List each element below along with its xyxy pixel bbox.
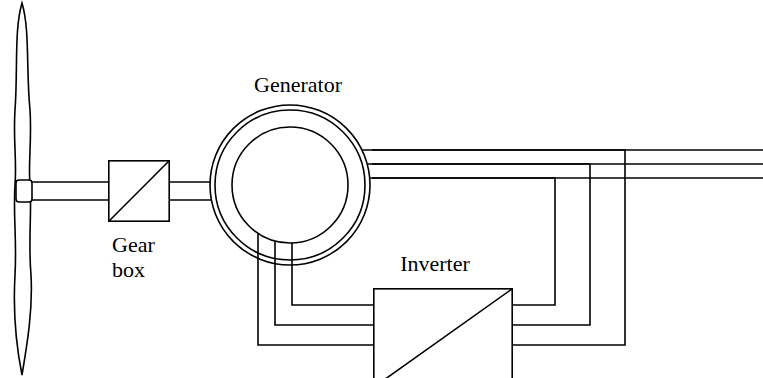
connector <box>362 150 625 345</box>
inverter-box: Inverter <box>373 288 513 378</box>
converter-diagonal <box>374 289 512 378</box>
wire <box>170 199 211 201</box>
inverter-box-outline <box>373 288 513 378</box>
component-label: Inverter <box>400 251 470 276</box>
wire <box>362 150 625 345</box>
turbine-blade <box>14 3 31 375</box>
wire <box>258 233 373 345</box>
component-label: Gear box <box>112 232 155 282</box>
turbine-hub <box>16 180 32 202</box>
outline-group <box>374 289 512 378</box>
stator-ring <box>210 105 370 265</box>
wire <box>367 164 590 325</box>
wire <box>370 178 555 305</box>
wire <box>275 241 373 325</box>
wire <box>170 181 210 183</box>
box-border <box>374 289 512 378</box>
connector <box>170 182 211 200</box>
connector <box>258 233 373 345</box>
gearbox-box: Gear box <box>108 160 170 222</box>
generator-circle: Generator <box>208 103 372 267</box>
converter-diagonal <box>109 161 169 221</box>
component-label: Generator <box>254 72 342 97</box>
generator-circle-outline <box>208 103 372 267</box>
main-shaft <box>32 181 108 183</box>
outline-group <box>210 105 370 265</box>
outline-group <box>109 161 169 221</box>
box-border <box>109 161 169 221</box>
stator-ring <box>215 110 365 260</box>
main-shaft <box>32 199 108 201</box>
gearbox-box-outline <box>108 160 170 222</box>
rotor-circle <box>232 127 348 243</box>
